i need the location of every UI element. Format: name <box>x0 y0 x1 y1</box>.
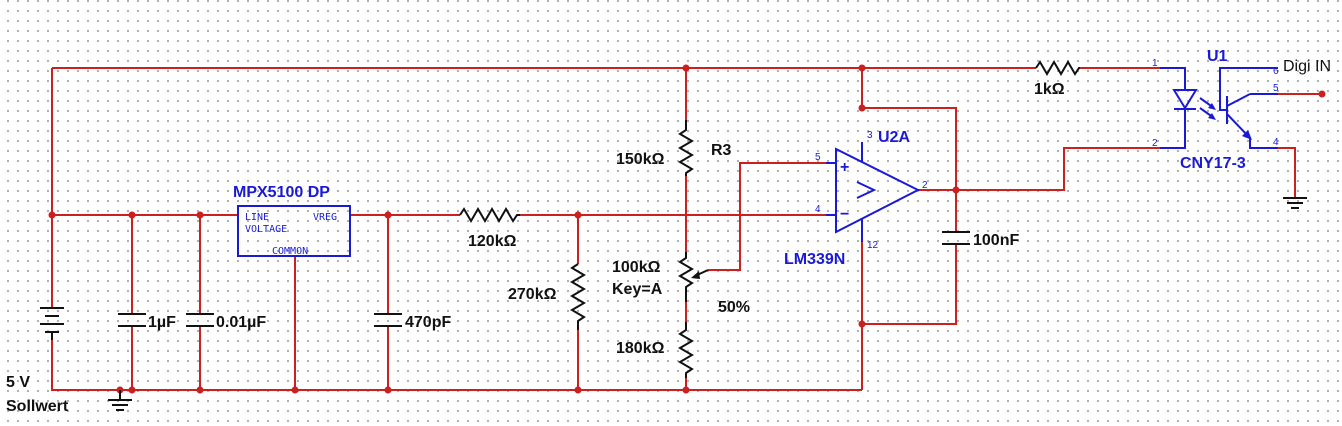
battery-5v <box>40 307 64 340</box>
supply-name-label: Sollwert <box>6 398 69 415</box>
comparator-pin-minus: 4 <box>815 204 821 215</box>
capacitor-470pf-value: 470pF <box>405 314 451 331</box>
sensor-pin-voltage: VOLTAGE <box>245 224 287 235</box>
capacitor-001uf-value: 0.01µF <box>216 314 266 331</box>
comparator-symbol-icon <box>856 181 877 199</box>
wires <box>51 67 1322 391</box>
sensor-pin-vreg: VREG <box>313 212 337 223</box>
capacitor-470pf <box>374 313 402 327</box>
capacitor-001uf <box>186 313 214 327</box>
pressure-sensor-title: MPX5100 DP <box>233 184 330 201</box>
ground-icon <box>1283 197 1307 209</box>
potentiometer-ref: R3 <box>711 142 732 159</box>
potentiometer-100k <box>678 252 709 302</box>
potentiometer-key: Key=A <box>612 281 663 298</box>
optocoupler-pin2: 2 <box>1152 138 1158 149</box>
digital-input-label: Digi IN <box>1283 58 1331 75</box>
capacitor-100nf <box>942 231 970 245</box>
junction-dots <box>48 64 1326 394</box>
resistor-180k-value: 180kΩ <box>616 340 665 357</box>
capacitor-1uf-value: 1µF <box>148 314 176 331</box>
comparator-minus: − <box>840 206 849 223</box>
optocoupler-pin1: 1 <box>1152 58 1158 69</box>
resistor-150k-value: 150kΩ <box>616 151 665 168</box>
resistor-150k <box>678 120 694 176</box>
resistor-120k-value: 120kΩ <box>468 233 517 250</box>
optocoupler-part: CNY17-3 <box>1180 155 1246 172</box>
capacitor-1uf <box>118 313 146 327</box>
optocoupler-pin4: 4 <box>1273 137 1279 148</box>
optocoupler-ref: U1 <box>1207 48 1228 65</box>
comparator-pin-vcc: 3 <box>867 130 873 141</box>
optocoupler-pin6: 6 <box>1273 66 1279 77</box>
capacitor-100nf-value: 100nF <box>973 232 1019 249</box>
comparator-ref: U2A <box>878 129 910 146</box>
resistor-180k <box>678 322 694 378</box>
comparator-pin-plus: 5 <box>815 152 821 163</box>
resistor-270k-value: 270kΩ <box>508 286 557 303</box>
comparator-plus: + <box>840 159 849 176</box>
resistor-270k <box>570 263 586 330</box>
comparator-u2a <box>826 142 921 242</box>
potentiometer-value: 100kΩ <box>612 259 661 276</box>
comparator-part: LM339N <box>784 251 845 268</box>
pressure-sensor-body <box>237 205 351 257</box>
potentiometer-setting: 50% <box>718 299 750 316</box>
ground-icon <box>108 390 132 411</box>
comparator-pin-gnd: 12 <box>867 240 879 251</box>
sensor-pin-line: LINE <box>245 212 269 223</box>
resistor-1k <box>1035 60 1080 76</box>
resistor-1k-value: 1kΩ <box>1034 81 1065 98</box>
supply-voltage-label: 5 V <box>6 374 30 391</box>
optocoupler-pin5: 5 <box>1273 83 1279 94</box>
sensor-pin-common: COMMON <box>272 246 308 257</box>
optocoupler-u1 <box>1160 67 1278 149</box>
comparator-pin-out: 2 <box>922 180 928 191</box>
resistor-120k <box>459 207 520 223</box>
